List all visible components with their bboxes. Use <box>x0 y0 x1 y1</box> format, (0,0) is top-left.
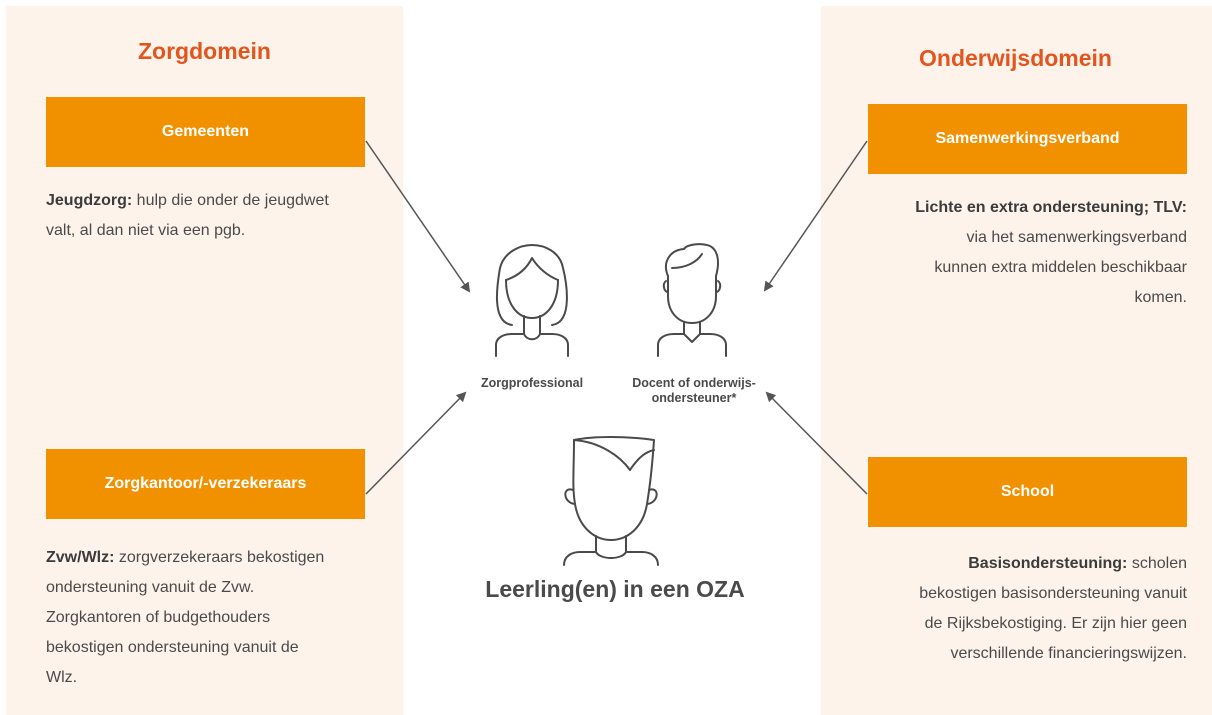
basic-support-line-4: verschillende financieringswijzen. <box>950 645 1187 662</box>
youth-care-line-1: hulp die onder de jeugdwet <box>136 192 329 209</box>
male-person-icon <box>657 243 727 357</box>
teacher-label-line-2: ondersteuner* <box>651 391 737 405</box>
care-domain-title: Zorgdomein <box>138 38 271 64</box>
zvw-wlz-line-5: Wlz. <box>46 669 78 686</box>
student-person-icon <box>563 436 659 566</box>
care-office-insurers-label: Zorgkantoor/-verzekeraars <box>104 475 307 492</box>
arrow-partnership-to-teacher <box>763 140 868 292</box>
care-office-insurers-box: Zorgkantoor/-verzekeraars <box>46 449 365 519</box>
partnership-label: Samenwerkingsverband <box>935 130 1120 147</box>
basic-support-term: Basisondersteuning: <box>968 555 1128 572</box>
zvw-wlz-line-4: bekostigen ondersteuning vanuit de <box>46 639 299 656</box>
youth-care-line-2: valt, al dan niet via een pgb. <box>46 222 246 239</box>
education-domain-title: Onderwijsdomein <box>919 45 1112 71</box>
zvw-wlz-description: Zvw/Wlz: zorgverzekeraars bekostigen ond… <box>46 543 386 693</box>
basic-support-line-1: scholen <box>1131 555 1187 572</box>
school-box: School <box>868 457 1187 527</box>
extra-support-description: Lichte en extra ondersteuning; TLV: via … <box>848 193 1187 313</box>
basic-support-description: Basisondersteuning: scholen bekostigen b… <box>848 549 1187 669</box>
basic-support-line-2: bekostigen basisondersteuning vanuit <box>919 585 1187 602</box>
municipalities-label: Gemeenten <box>161 123 250 140</box>
teacher-label: Docent of onderwijs- ondersteuner* <box>612 376 776 406</box>
partnership-box: Samenwerkingsverband <box>868 104 1187 174</box>
extra-support-line-2: kunnen extra middelen beschikbaar <box>934 259 1187 276</box>
female-person-icon <box>495 244 569 357</box>
care-professional-text: Zorgprofessional <box>480 376 584 390</box>
municipalities-box: Gemeenten <box>46 97 365 167</box>
zvw-wlz-line-3: Zorgkantoren of budgethouders <box>46 609 271 626</box>
zvw-wlz-term: Zvw/Wlz: <box>46 549 115 566</box>
zvw-wlz-line-1: zorgverzekeraars bekostigen <box>118 549 325 566</box>
arrow-school-to-teacher <box>765 391 868 495</box>
arrow-municipalities-to-care-professional <box>365 140 471 293</box>
zvw-wlz-line-2: ondersteuning vanuit de Zvw. <box>46 579 255 596</box>
care-professional-label: Zorgprofessional <box>462 376 602 391</box>
youth-care-description: Jeugdzorg: hulp die onder de jeugdwet va… <box>46 186 376 246</box>
youth-care-term: Jeugdzorg: <box>46 192 133 209</box>
students-title: Leerling(en) in een OZA <box>485 576 745 602</box>
teacher-label-line-1: Docent of onderwijs- <box>632 376 756 390</box>
extra-support-line-3: komen. <box>1134 289 1187 306</box>
extra-support-term: Lichte en extra ondersteuning; TLV: <box>915 199 1187 216</box>
school-label: School <box>1000 483 1055 500</box>
extra-support-line-1: via het samenwerkingsverband <box>966 229 1187 246</box>
basic-support-line-3: de Rijksbekostiging. Er zijn hier geen <box>924 615 1187 632</box>
arrow-insurers-to-care-professional <box>365 391 467 495</box>
